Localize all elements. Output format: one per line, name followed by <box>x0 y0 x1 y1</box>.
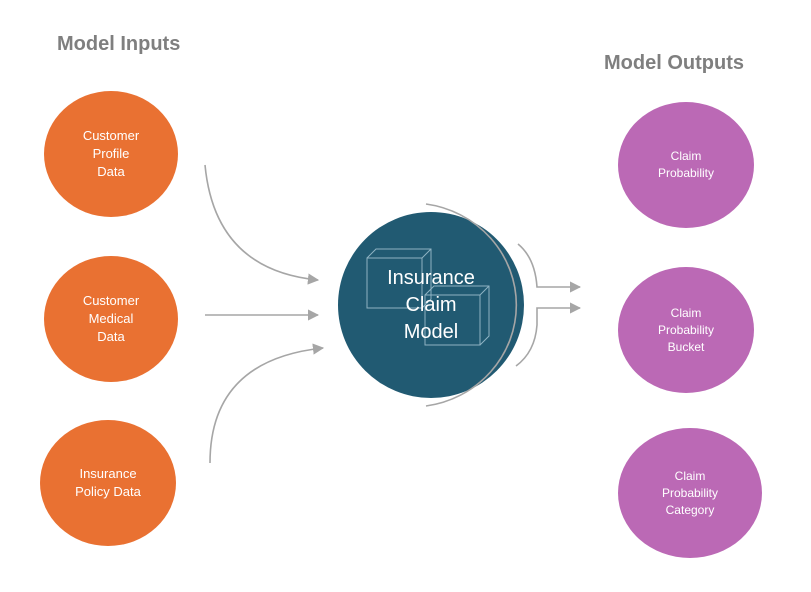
input-node-insurance-policy-data <box>40 420 176 546</box>
input-label-customer-profile-data: Customer Profile Data <box>51 114 171 194</box>
output-label-line: Claim <box>670 305 702 320</box>
output-node-claim-probability-category <box>618 428 762 558</box>
input-label-line: Customer <box>82 293 140 308</box>
input-label-line: Medical <box>88 311 134 326</box>
input-label-line: Customer <box>82 128 140 143</box>
core-label-line: Claim <box>405 293 457 316</box>
input-node-customer-medical-data <box>44 256 178 382</box>
core-label-line: Insurance <box>387 266 475 289</box>
output-node-claim-probability <box>618 102 754 228</box>
output-label-line: Probability <box>657 322 715 337</box>
model-outputs-heading: Model Outputs <box>604 52 744 74</box>
output-label-line: Probability <box>657 166 715 180</box>
core-label-insurance-claim-model: Insurance Claim Model <box>361 260 501 350</box>
connector-profile-to-model <box>204 164 320 285</box>
connector-model-to-outputs-lower <box>515 302 582 367</box>
output-label-line: Bucket <box>667 339 705 354</box>
input-label-line: Insurance <box>79 466 137 481</box>
input-label-insurance-policy-data: Insurance Policy Data <box>48 443 168 523</box>
output-node-claim-probability-bucket <box>618 267 754 393</box>
model-inputs-heading: Model Inputs <box>57 33 181 55</box>
input-label-line: Profile <box>92 146 130 161</box>
output-label-line: Category <box>665 502 715 517</box>
input-label-customer-medical-data: Customer Medical Data <box>51 279 171 359</box>
output-label-line: Probability <box>661 485 719 500</box>
connector-model-to-outputs-upper <box>517 243 582 293</box>
core-label-line: Model <box>403 320 459 343</box>
output-label-line: Claim <box>674 468 706 483</box>
input-label-line: Policy Data <box>75 484 141 499</box>
connector-policy-to-model <box>209 343 325 464</box>
output-label-claim-probability: Claim Probability <box>626 135 746 195</box>
model-output-arc <box>425 203 518 407</box>
input-label-line: Data <box>97 164 125 179</box>
input-label-line: Data <box>97 329 125 344</box>
cube-icon <box>366 248 490 346</box>
output-label-claim-probability-bucket: Claim Probability Bucket <box>626 295 746 365</box>
output-label-line: Claim <box>670 149 702 163</box>
input-node-customer-profile-data <box>44 91 178 217</box>
output-label-claim-probability-category: Claim Probability Category <box>630 458 750 528</box>
